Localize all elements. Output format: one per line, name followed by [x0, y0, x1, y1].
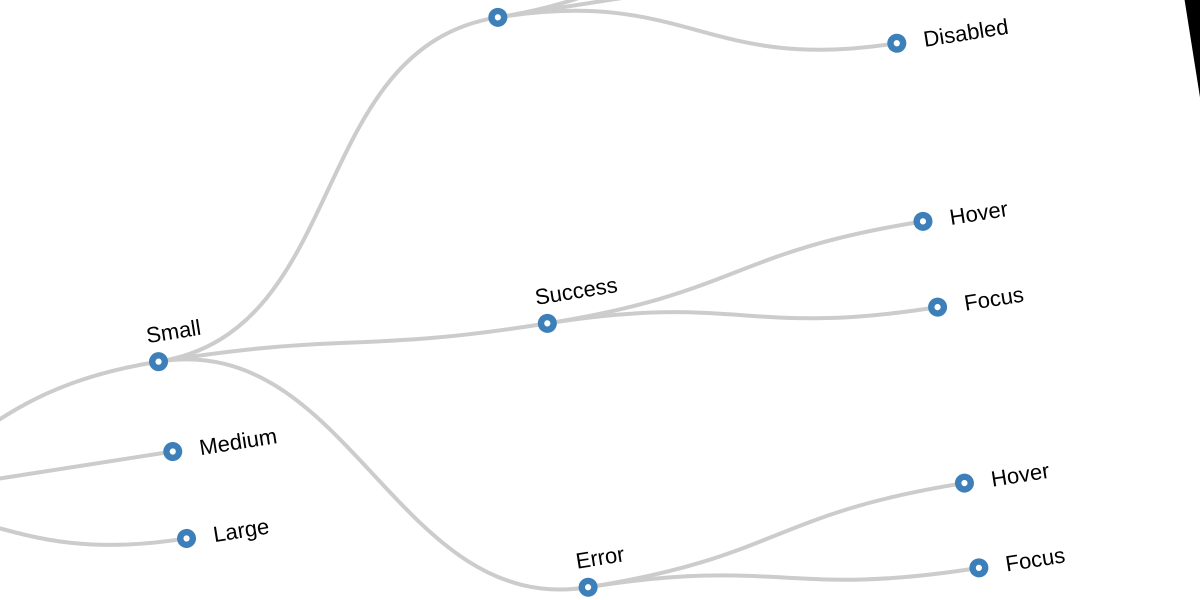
- tree-link-root-small: [0, 359, 159, 514]
- tree-link-success-success-focus: [547, 305, 938, 326]
- tree-links-group: [0, 0, 980, 592]
- tree-link-small-error: [158, 357, 589, 592]
- tree-node-error[interactable]: [578, 577, 598, 597]
- tree-label-small: Small: [144, 315, 202, 348]
- tree-node-default[interactable]: [488, 7, 508, 27]
- tree-label-success-focus: Focus: [962, 282, 1025, 316]
- tree-link-default-disabled: [497, 8, 898, 52]
- tree-node-error-focus[interactable]: [969, 558, 989, 578]
- tree-link-small-success: [158, 321, 548, 364]
- tree-node-success-focus[interactable]: [928, 297, 948, 317]
- tree-node-success[interactable]: [537, 313, 557, 333]
- tree-link-success-success-hover: [547, 219, 924, 326]
- tree-node-error-hover[interactable]: [954, 473, 974, 493]
- tree-link-default-default-child-2: [497, 0, 883, 20]
- tree-label-large: Large: [211, 514, 270, 547]
- tree-label-medium: Medium: [198, 423, 279, 460]
- tree-nodes-group: [149, 7, 989, 597]
- tree-label-disabled: Disabled: [922, 14, 1010, 52]
- tree-label-success: Success: [533, 272, 619, 310]
- tree-label-error: Error: [574, 541, 626, 573]
- tree-link-error-error-hover: [587, 481, 965, 590]
- tree-link-default-default-child-1: [497, 0, 869, 20]
- tree-label-success-hover: Hover: [948, 196, 1010, 230]
- tree-node-large[interactable]: [177, 528, 197, 548]
- tree-link-root-large: [0, 502, 187, 547]
- tree-node-disabled[interactable]: [887, 33, 907, 53]
- tree-link-error-error-focus: [587, 565, 980, 590]
- tree-link-root-medium: [0, 449, 174, 514]
- tree-node-small[interactable]: [149, 352, 169, 372]
- tree-label-error-focus: Focus: [1004, 542, 1067, 576]
- tree-node-medium[interactable]: [163, 442, 183, 462]
- tree-link-small-default: [158, 15, 499, 364]
- tree-label-error-hover: Hover: [989, 458, 1051, 492]
- tree-node-success-hover[interactable]: [913, 211, 933, 231]
